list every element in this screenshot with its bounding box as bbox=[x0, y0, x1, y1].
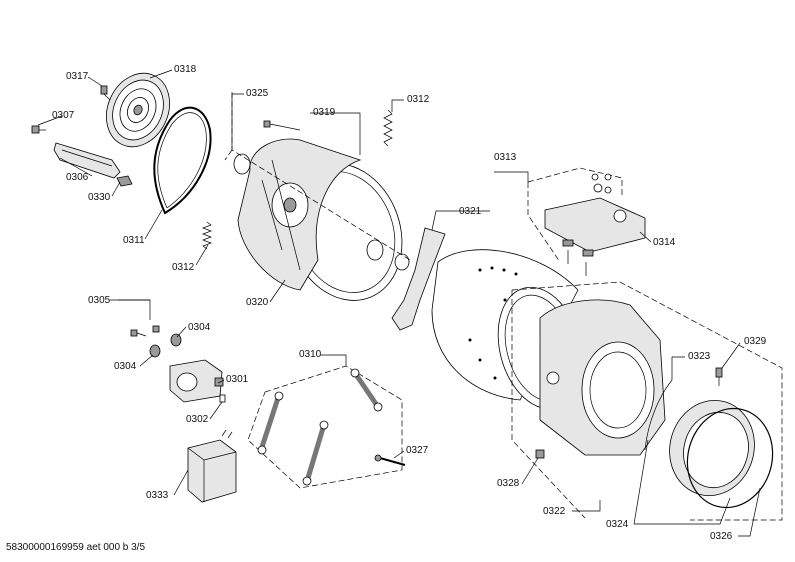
group-0313-outline bbox=[527, 167, 623, 263]
label-0314: 0314 bbox=[653, 237, 676, 248]
label-0306: 0306 bbox=[66, 172, 89, 183]
fasteners-0313 bbox=[562, 173, 612, 276]
group-0322-outline bbox=[511, 281, 783, 521]
screws-0305 bbox=[130, 325, 160, 337]
leader-lines bbox=[37, 69, 761, 537]
label-0307: 0307 bbox=[52, 110, 75, 121]
label-0319: 0319 bbox=[313, 107, 336, 118]
dampers-0304 bbox=[149, 333, 182, 358]
label-0320: 0320 bbox=[246, 297, 269, 308]
label-0304-top: 0304 bbox=[188, 322, 211, 333]
part-0328 bbox=[535, 449, 545, 459]
clamp-0323 bbox=[644, 379, 673, 451]
screw-0319 bbox=[263, 120, 301, 131]
filter-0333 bbox=[187, 429, 237, 503]
screw-0317 bbox=[100, 85, 111, 101]
label-0329: 0329 bbox=[744, 336, 767, 347]
label-0326: 0326 bbox=[710, 531, 733, 542]
drum-spider bbox=[391, 227, 446, 331]
label-0312-lower: 0312 bbox=[172, 262, 195, 273]
spring-0312-lower bbox=[202, 221, 212, 250]
label-0313: 0313 bbox=[494, 152, 517, 163]
label-0325: 0325 bbox=[246, 88, 269, 99]
label-0301: 0301 bbox=[226, 374, 249, 385]
label-0312-top: 0312 bbox=[407, 94, 430, 105]
label-0328: 0328 bbox=[497, 478, 520, 489]
document-footer: 58300000169959 aet 000 b 3/5 bbox=[6, 542, 146, 553]
pulley-0318 bbox=[106, 72, 170, 148]
belt-0311 bbox=[153, 106, 212, 215]
label-0311: 0311 bbox=[123, 235, 145, 246]
door-seal-0324 bbox=[669, 399, 755, 497]
label-0317: 0317 bbox=[66, 71, 89, 82]
clip-0330 bbox=[116, 175, 133, 187]
counterweight-0314 bbox=[544, 197, 646, 253]
shock-absorber-3 bbox=[350, 368, 383, 412]
label-0330: 0330 bbox=[88, 192, 111, 203]
label-0305: 0305 bbox=[88, 295, 111, 306]
spring-0312-top bbox=[383, 109, 393, 147]
bracket-0306 bbox=[53, 142, 121, 179]
rear-tub-0320 bbox=[233, 138, 410, 301]
label-0333: 0333 bbox=[146, 490, 169, 501]
front-tub-0322 bbox=[539, 299, 666, 456]
label-0318: 0318 bbox=[174, 64, 197, 75]
label-0323: 0323 bbox=[688, 351, 711, 362]
clamp-ring-0326 bbox=[686, 407, 774, 509]
label-0322: 0322 bbox=[543, 506, 566, 517]
screw-0307 bbox=[31, 125, 46, 134]
group-0305-bracket bbox=[118, 299, 151, 320]
label-0302: 0302 bbox=[186, 414, 209, 425]
shock-absorber-1 bbox=[257, 391, 284, 455]
label-0321: 0321 bbox=[459, 206, 482, 217]
label-0327: 0327 bbox=[406, 445, 429, 456]
label-0310: 0310 bbox=[299, 349, 322, 360]
label-0324: 0324 bbox=[606, 519, 629, 530]
screw-0329 bbox=[715, 367, 723, 386]
pin-0327 bbox=[374, 454, 406, 466]
shock-absorber-2 bbox=[302, 420, 329, 486]
label-0304-left: 0304 bbox=[114, 361, 137, 372]
motor-0301 bbox=[169, 359, 226, 403]
